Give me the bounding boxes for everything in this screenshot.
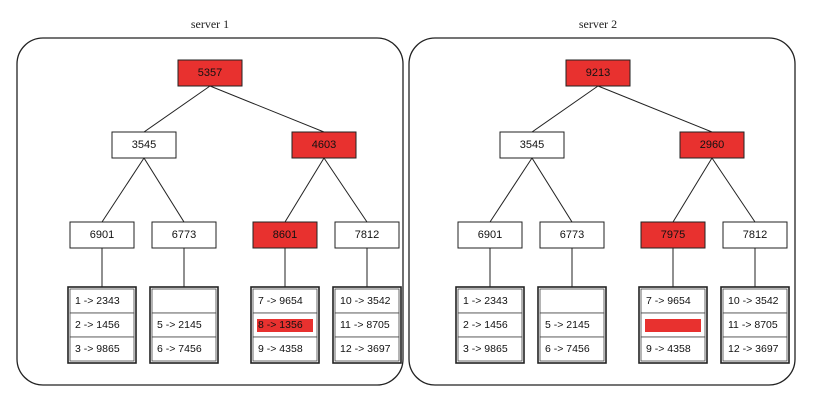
leaf-entry-label: 9 -> 4358	[646, 343, 691, 355]
leaf-entry-cell	[640, 336, 706, 362]
leaf-entry-cell	[722, 312, 788, 338]
leaf-entry-cell	[334, 336, 400, 362]
edge-root-to-l1-2	[209, 85, 325, 133]
leaf-entry-label: 1 -> 2343	[463, 295, 508, 307]
level1-hash-node-1-label: 3545	[520, 139, 544, 151]
leaf-entry-label: 5 -> 2145	[157, 319, 202, 331]
level1-hash-node-1-label: 3545	[132, 139, 156, 151]
root-hash-node-box	[177, 59, 243, 87]
level2-hash-node-1-box	[69, 221, 135, 249]
server-panel-1: server 1 5357 3545 4603 6901 6773 8601 7812 1 ->…	[16, 17, 404, 386]
level2-hash-node-2-label: 6773	[560, 229, 584, 241]
level2-hash-node-3-label: 8601	[273, 229, 297, 241]
level2-hash-node-1-box	[457, 221, 523, 249]
leaf-entry-label: 6 -> 7456	[157, 343, 202, 355]
leaf-entry-cell	[539, 312, 605, 338]
leaf-entry-label: 12 -> 3697	[728, 343, 779, 355]
leaf-entry-label: 3 -> 9865	[75, 343, 120, 355]
server-panel-2: server 2 9213 3545 2960 6901 6773 7975 7812 1 ->…	[408, 17, 796, 386]
leaf-entry-cell	[722, 336, 788, 362]
leaf-entry-cell	[334, 288, 400, 314]
level1-hash-node-2-label: 4603	[312, 139, 336, 151]
edge-root-to-l1-1	[531, 85, 599, 133]
leaf-entry-label: 11 -> 8705	[340, 319, 390, 331]
edge-root-to-l1-2	[597, 85, 713, 133]
level2-hash-node-4-label: 7812	[355, 229, 379, 241]
leaf-entry-label: 8 -> 1356	[258, 319, 303, 331]
edge-l1-to-l2-3	[284, 157, 325, 223]
leaf-entry-label: 11 -> 8705	[728, 319, 778, 331]
leaf-entry-cell	[151, 336, 217, 362]
leaf-entry-label: 12 -> 3697	[340, 343, 391, 355]
edge-l1-to-l2-2	[143, 157, 185, 223]
level1-hash-node-2-label: 2960	[700, 139, 724, 151]
edge-l1-to-l2-4	[323, 157, 368, 223]
level2-hash-node-1-label: 6901	[90, 229, 114, 241]
edge-l1-to-l2-2	[531, 157, 573, 223]
leaf-entry-cell	[722, 288, 788, 314]
leaf-entry-cell	[252, 288, 318, 314]
leaf-entry-label: 3 -> 9865	[463, 343, 508, 355]
leaf-entry-label: 9 -> 4358	[258, 343, 303, 355]
leaf-entry-cell	[69, 288, 135, 314]
level2-hash-node-4-box	[334, 221, 400, 249]
leaf-entry-label: 10 -> 3542	[728, 295, 779, 307]
leaf-entry-cell	[151, 312, 217, 338]
level2-hash-node-1-label: 6901	[478, 229, 502, 241]
level2-hash-node-2-box	[539, 221, 605, 249]
leaf-entry-cell	[457, 312, 523, 338]
leaf-entry-highlight	[257, 319, 313, 332]
leaf-entry-cell	[457, 336, 523, 362]
level2-hash-node-3-box	[252, 221, 318, 249]
edge-root-to-l1-1	[143, 85, 211, 133]
leaf-entry-label: 5 -> 2145	[545, 319, 590, 331]
level2-hash-node-2-box	[151, 221, 217, 249]
leaf-entry-cell	[252, 336, 318, 362]
leaf-entry-label: 10 -> 3542	[340, 295, 391, 307]
level2-hash-node-4-label: 7812	[743, 229, 767, 241]
leaf-entry-label: 7 -> 9654	[258, 295, 303, 307]
server-title: server 1	[191, 17, 229, 31]
leaf-entry-label: 2 -> 1456	[75, 319, 120, 331]
leaf-entry-cell	[539, 336, 605, 362]
leaf-entry-label: 2 -> 1456	[463, 319, 508, 331]
leaf-entry-cell	[69, 336, 135, 362]
level2-hash-node-3-label: 7975	[661, 229, 685, 241]
leaf-entry-cell	[640, 288, 706, 314]
level2-hash-node-3-box	[640, 221, 706, 249]
level2-hash-node-2-label: 6773	[172, 229, 196, 241]
edge-l1-to-l2-3	[672, 157, 713, 223]
root-hash-node-box	[565, 59, 631, 87]
level1-hash-node-2-box	[679, 131, 745, 159]
level1-hash-node-1-box	[111, 131, 177, 159]
leaf-entry-label: 1 -> 2343	[75, 295, 120, 307]
server-title: server 2	[579, 17, 617, 31]
leaf-entry-highlight	[645, 319, 701, 332]
leaf-entry-cell	[539, 288, 605, 314]
level2-hash-node-4-box	[722, 221, 788, 249]
level1-hash-node-1-box	[499, 131, 565, 159]
level1-hash-node-2-box	[291, 131, 357, 159]
root-hash-node-label: 5357	[198, 67, 222, 79]
leaf-entry-label: 7 -> 9654	[646, 295, 691, 307]
leaf-entry-cell	[151, 288, 217, 314]
leaf-entry-label: 6 -> 7456	[545, 343, 590, 355]
leaf-entry-cell	[334, 312, 400, 338]
edge-l1-to-l2-1	[489, 157, 533, 223]
leaf-entry-cell	[457, 288, 523, 314]
edge-l1-to-l2-1	[101, 157, 145, 223]
root-hash-node-label: 9213	[586, 67, 610, 79]
edge-l1-to-l2-4	[711, 157, 756, 223]
